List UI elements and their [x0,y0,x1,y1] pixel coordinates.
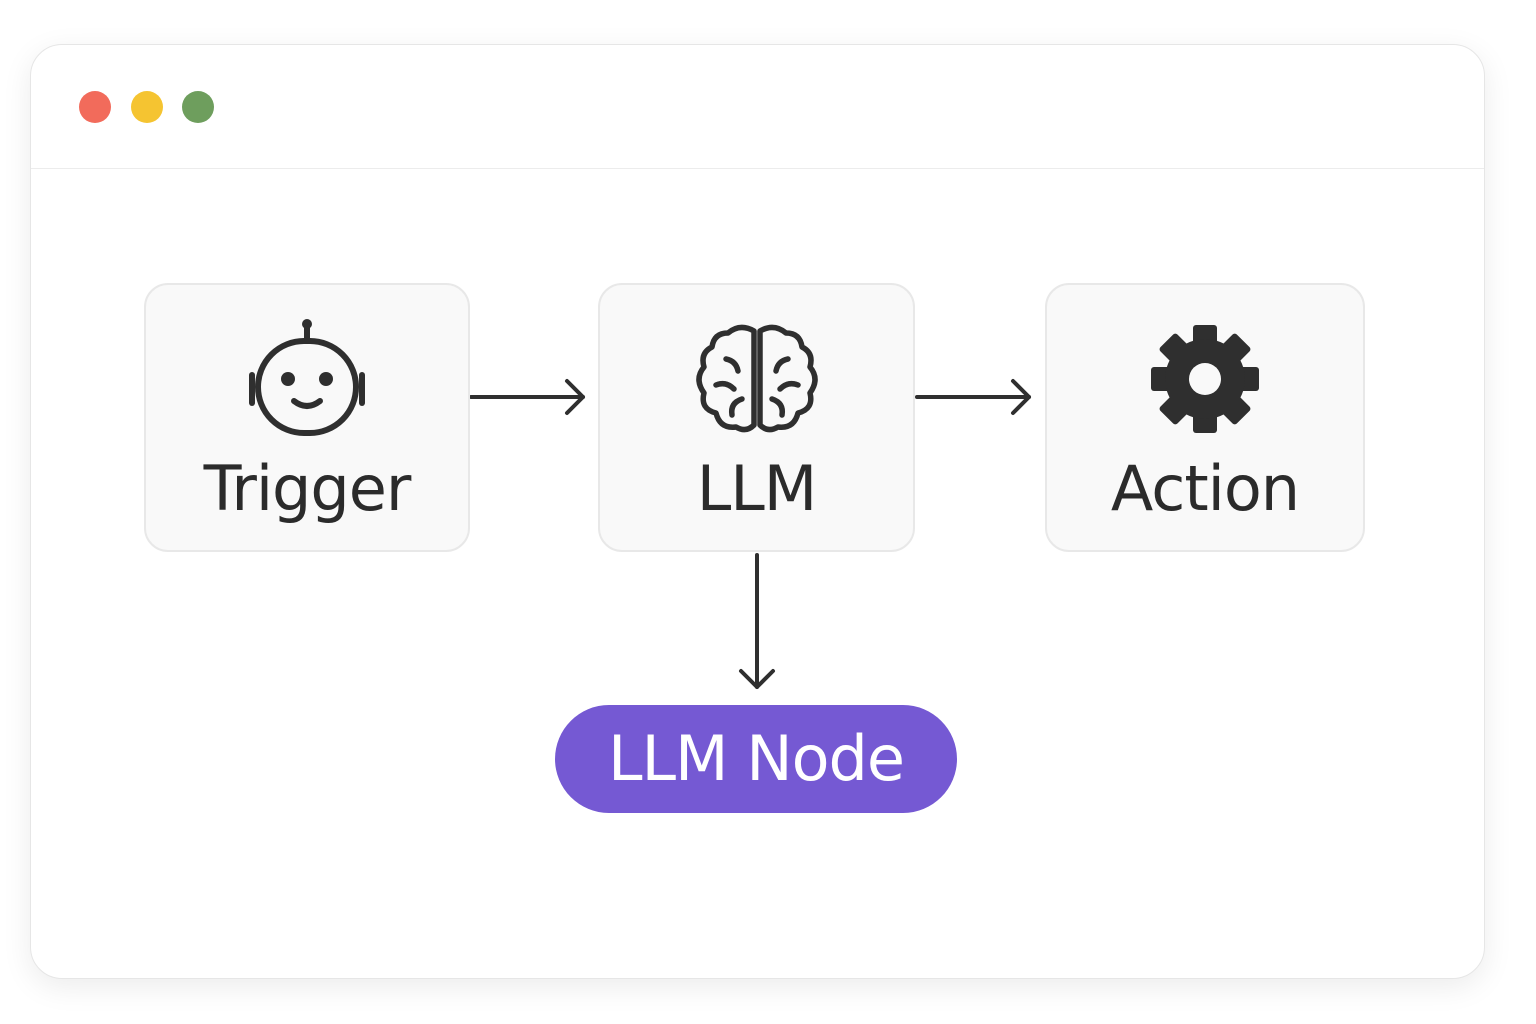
minimize-button[interactable] [131,91,163,123]
node-action[interactable]: Action [1045,283,1365,552]
maximize-button[interactable] [182,91,214,123]
node-trigger[interactable]: Trigger [144,283,470,552]
close-button[interactable] [79,91,111,123]
gear-icon [1151,325,1259,433]
node-label: LLM [696,452,818,525]
brain-icon [695,324,818,433]
node-label: Action [1110,452,1300,525]
edge-llm-to-output [739,553,775,689]
llm-node-pill[interactable]: LLM Node [555,705,957,813]
title-bar [31,45,1484,169]
edge-trigger-to-llm [469,379,585,415]
node-llm[interactable]: LLM [598,283,915,552]
edge-llm-to-action [915,379,1031,415]
node-label: Trigger [203,452,412,525]
app-window: Trigger LLM [30,44,1485,979]
robot-icon [249,319,365,436]
